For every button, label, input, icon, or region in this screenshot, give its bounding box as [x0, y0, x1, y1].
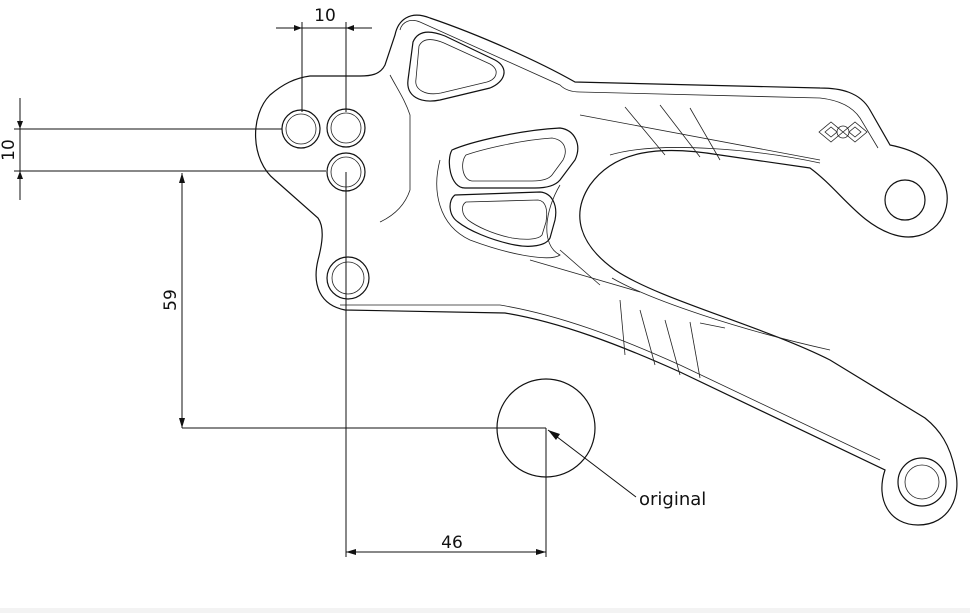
- lower-pivot-hole: [897, 457, 947, 507]
- dimension-vertical-label: 59: [161, 289, 181, 311]
- lower-slot-inner: [462, 199, 548, 240]
- original-leader: original: [547, 429, 706, 510]
- hole-top-right-chamfer: [330, 112, 362, 144]
- bracket-outline: [254, 14, 958, 526]
- dimension-left-label: 10: [0, 139, 19, 161]
- dimension-top-label: 10: [314, 6, 336, 26]
- upper-pivot-hole: [884, 179, 926, 221]
- dimension-horizontal: 46: [345, 172, 547, 557]
- bracket-bevel: [340, 20, 881, 461]
- bottom-strip: [0, 608, 970, 613]
- original-label: original: [639, 489, 706, 510]
- mounting-hole-chamfer: [331, 261, 365, 295]
- upper-slot-inner: [462, 137, 566, 182]
- hole-top-left: [281, 109, 321, 149]
- slot-frame: [436, 159, 561, 259]
- lower-slot: [449, 191, 557, 247]
- dimension-left: 10: [0, 98, 326, 200]
- dimension-vertical: 59: [161, 173, 546, 429]
- foot-peg-bracket: [254, 14, 958, 526]
- mounting-hole: [326, 256, 370, 300]
- dimension-top: 10: [276, 6, 372, 112]
- facet-lines: [529, 104, 821, 379]
- lower-pivot-hole-inner: [904, 464, 940, 500]
- upper-slot: [448, 127, 579, 189]
- top-cutout: [407, 31, 505, 102]
- dimension-horizontal-label: 46: [441, 533, 463, 553]
- brand-logo: [818, 121, 868, 143]
- hole-top-right: [326, 108, 366, 148]
- adjustment-holes: [281, 108, 366, 192]
- hole-top-left-chamfer: [285, 113, 317, 145]
- top-cutout-inner: [415, 39, 497, 95]
